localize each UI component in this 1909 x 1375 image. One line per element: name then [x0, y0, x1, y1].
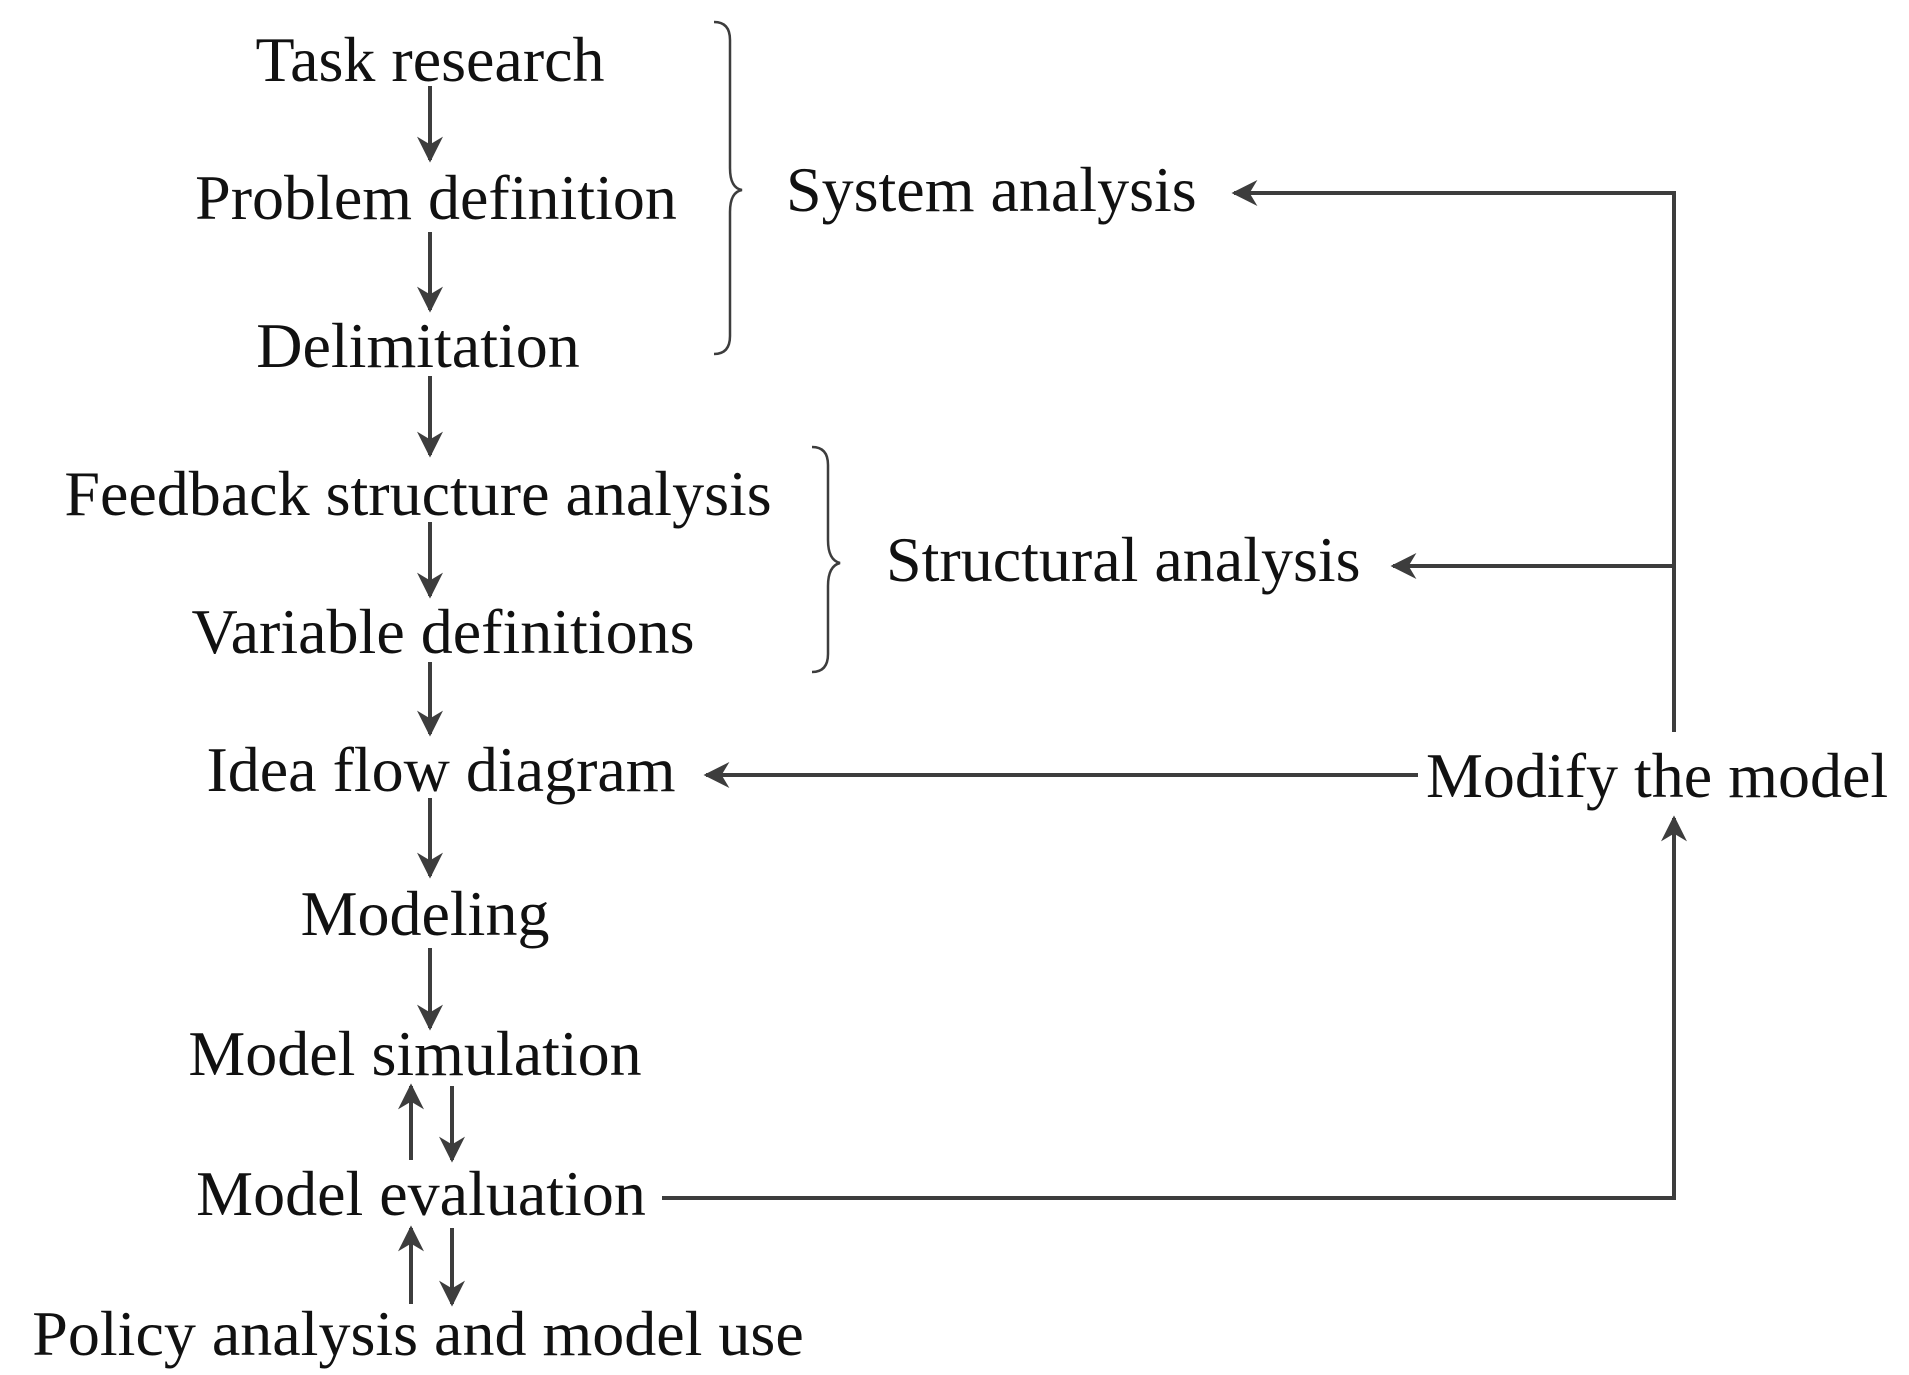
group-structural-analysis: Structural analysis	[886, 524, 1361, 595]
loop-modify-to-system	[1231, 180, 1676, 732]
modify-the-model: Modify the model	[1426, 740, 1889, 811]
step-model-evaluation: Model evaluation	[196, 1158, 646, 1229]
brace-structural-analysis	[811, 445, 841, 674]
step-delimitation: Delimitation	[256, 310, 580, 381]
step-modeling: Modeling	[300, 878, 550, 949]
brace-system-analysis	[713, 20, 743, 356]
step-model-simulation: Model simulation	[188, 1018, 642, 1089]
step-problem-definition: Problem definition	[195, 162, 677, 233]
step-feedback-structure-analysis: Feedback structure analysis	[64, 458, 772, 529]
group-system-analysis: System analysis	[786, 154, 1197, 225]
loop-evaluation-to-modify	[662, 815, 1687, 1200]
step-variable-definitions: Variable definitions	[191, 596, 695, 667]
step-idea-flow-diagram: Idea flow diagram	[206, 734, 676, 805]
step-task-research: Task research	[255, 24, 605, 95]
step-policy-analysis: Policy analysis and model use	[32, 1298, 804, 1369]
